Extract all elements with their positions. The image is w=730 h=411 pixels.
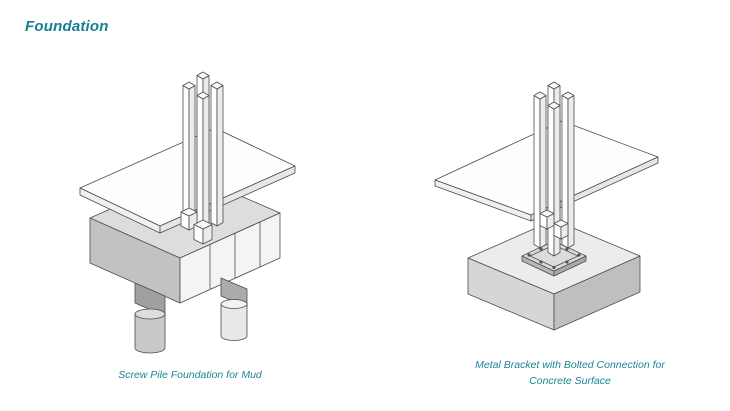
screw-pile-figure [65, 58, 315, 358]
metal-bracket-figure [420, 62, 680, 352]
screw-pile-illustration [65, 58, 315, 358]
posts [534, 82, 574, 256]
page-title: Foundation [25, 18, 109, 35]
metal-bracket-illustration [420, 62, 680, 352]
screw-piles [135, 300, 247, 354]
posts [183, 72, 223, 234]
metal-bracket-caption: Metal Bracket with Bolted Connection for… [475, 359, 665, 387]
screw-pile-caption: Screw Pile Foundation for Mud [118, 369, 262, 381]
post-base-brackets [181, 208, 212, 244]
bracket-plate [522, 241, 586, 276]
post-connector-blocks [540, 210, 568, 239]
deck-platform [435, 121, 658, 221]
